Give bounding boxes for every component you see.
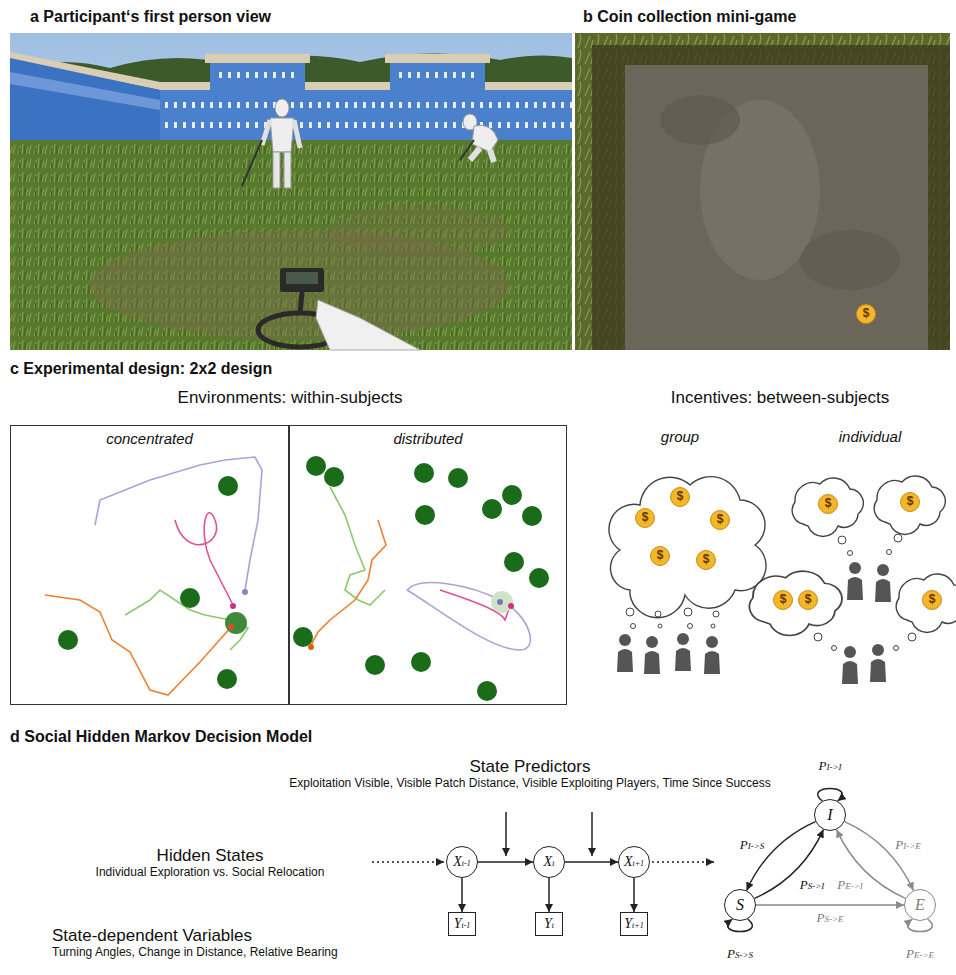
transition-probability: PS->S bbox=[726, 946, 754, 962]
node-label: I bbox=[827, 806, 832, 824]
coin: $ bbox=[900, 492, 920, 512]
node-label: Xt+1 bbox=[624, 854, 644, 869]
condition-label: individual bbox=[839, 428, 902, 445]
state-circle: E bbox=[904, 889, 936, 921]
node-label: Xt bbox=[544, 854, 555, 869]
environment-panel: concentrated bbox=[10, 425, 289, 705]
node-label: $ bbox=[907, 495, 914, 508]
first-person-screenshot bbox=[10, 33, 572, 350]
node-label: S bbox=[736, 896, 744, 914]
state-circle: S bbox=[724, 889, 756, 921]
observation-box: Yt bbox=[535, 912, 563, 936]
transition-probability: PI->E bbox=[894, 837, 922, 853]
coin: $ bbox=[856, 304, 876, 324]
observation-box: Yt-1 bbox=[448, 912, 476, 936]
condition-label: group bbox=[661, 428, 699, 445]
variable-list: Individual Exploration vs. Social Reloca… bbox=[96, 866, 325, 880]
transition-arrow bbox=[565, 861, 618, 863]
transition-arrow bbox=[478, 861, 533, 863]
node-label: Yt+1 bbox=[624, 916, 643, 931]
node-label: $ bbox=[780, 593, 787, 606]
coin: $ bbox=[710, 510, 730, 530]
hidden-state-node: Xt+1 bbox=[618, 846, 650, 878]
transition-probability: PI->I bbox=[817, 758, 842, 774]
transition-probability: PE->I bbox=[836, 877, 864, 893]
coin: $ bbox=[635, 508, 655, 528]
coin: $ bbox=[773, 590, 793, 610]
section-label: Incentives: between-subjects bbox=[671, 388, 889, 408]
section-label: State Predictors bbox=[470, 757, 591, 777]
node-label: E bbox=[915, 896, 925, 914]
panel-heading: d Social Hidden Markov Decision Model bbox=[10, 728, 312, 746]
coin: $ bbox=[670, 487, 690, 507]
state-circle: I bbox=[814, 799, 846, 831]
node-label: $ bbox=[703, 553, 710, 566]
coin-minigame-view bbox=[575, 33, 950, 350]
node-label: $ bbox=[825, 497, 832, 510]
environment-panel: distributed bbox=[289, 425, 567, 705]
panel-heading: a Participant‘s first person view bbox=[30, 8, 271, 26]
transition-probability: PE->E bbox=[905, 946, 935, 962]
node-label: distributed bbox=[290, 426, 566, 448]
transition-arrow bbox=[461, 878, 463, 912]
panel-heading: c Experimental design: 2x2 design bbox=[10, 360, 272, 378]
node-label: Yt bbox=[544, 916, 554, 931]
transition-probability: PS->I bbox=[799, 877, 826, 893]
thought-clouds bbox=[609, 476, 956, 684]
node-label: $ bbox=[642, 511, 649, 524]
node-label: $ bbox=[677, 490, 684, 503]
node-label: $ bbox=[805, 593, 812, 606]
trajectory-plot bbox=[45, 457, 530, 695]
variable-list: Exploitation Visible, Visible Patch Dist… bbox=[289, 777, 771, 791]
section-label: Environments: within-subjects bbox=[178, 388, 403, 408]
hidden-state-node: Xt-1 bbox=[446, 846, 478, 878]
node-label: Yt-1 bbox=[454, 916, 471, 931]
resource-patches bbox=[58, 456, 549, 701]
section-label: Hidden States bbox=[157, 846, 264, 866]
player-endpoints bbox=[228, 589, 514, 650]
transition-arrow bbox=[633, 878, 635, 912]
node-label: $ bbox=[717, 513, 724, 526]
observation-box: Yt+1 bbox=[620, 912, 648, 936]
node-label: $ bbox=[863, 307, 870, 320]
node-label: $ bbox=[929, 593, 936, 606]
section-label: State-dependent Variables bbox=[52, 926, 252, 946]
node-label: Xt-1 bbox=[453, 854, 470, 869]
coin: $ bbox=[818, 494, 838, 514]
coin: $ bbox=[650, 546, 670, 566]
variable-list: Turning Angles, Change in Distance, Rela… bbox=[52, 946, 338, 960]
transition-arrow bbox=[548, 878, 550, 912]
node-label: concentrated bbox=[11, 426, 288, 448]
coin: $ bbox=[922, 590, 942, 610]
panel-heading: b Coin collection mini-game bbox=[583, 8, 796, 26]
coin: $ bbox=[696, 550, 716, 570]
node-label: $ bbox=[657, 549, 664, 562]
hidden-state-node: Xt bbox=[533, 846, 565, 878]
transition-arrow bbox=[756, 904, 904, 906]
transition-probability: PI->S bbox=[739, 837, 766, 853]
transition-probability: PS->E bbox=[815, 910, 844, 926]
coin: $ bbox=[798, 590, 818, 610]
